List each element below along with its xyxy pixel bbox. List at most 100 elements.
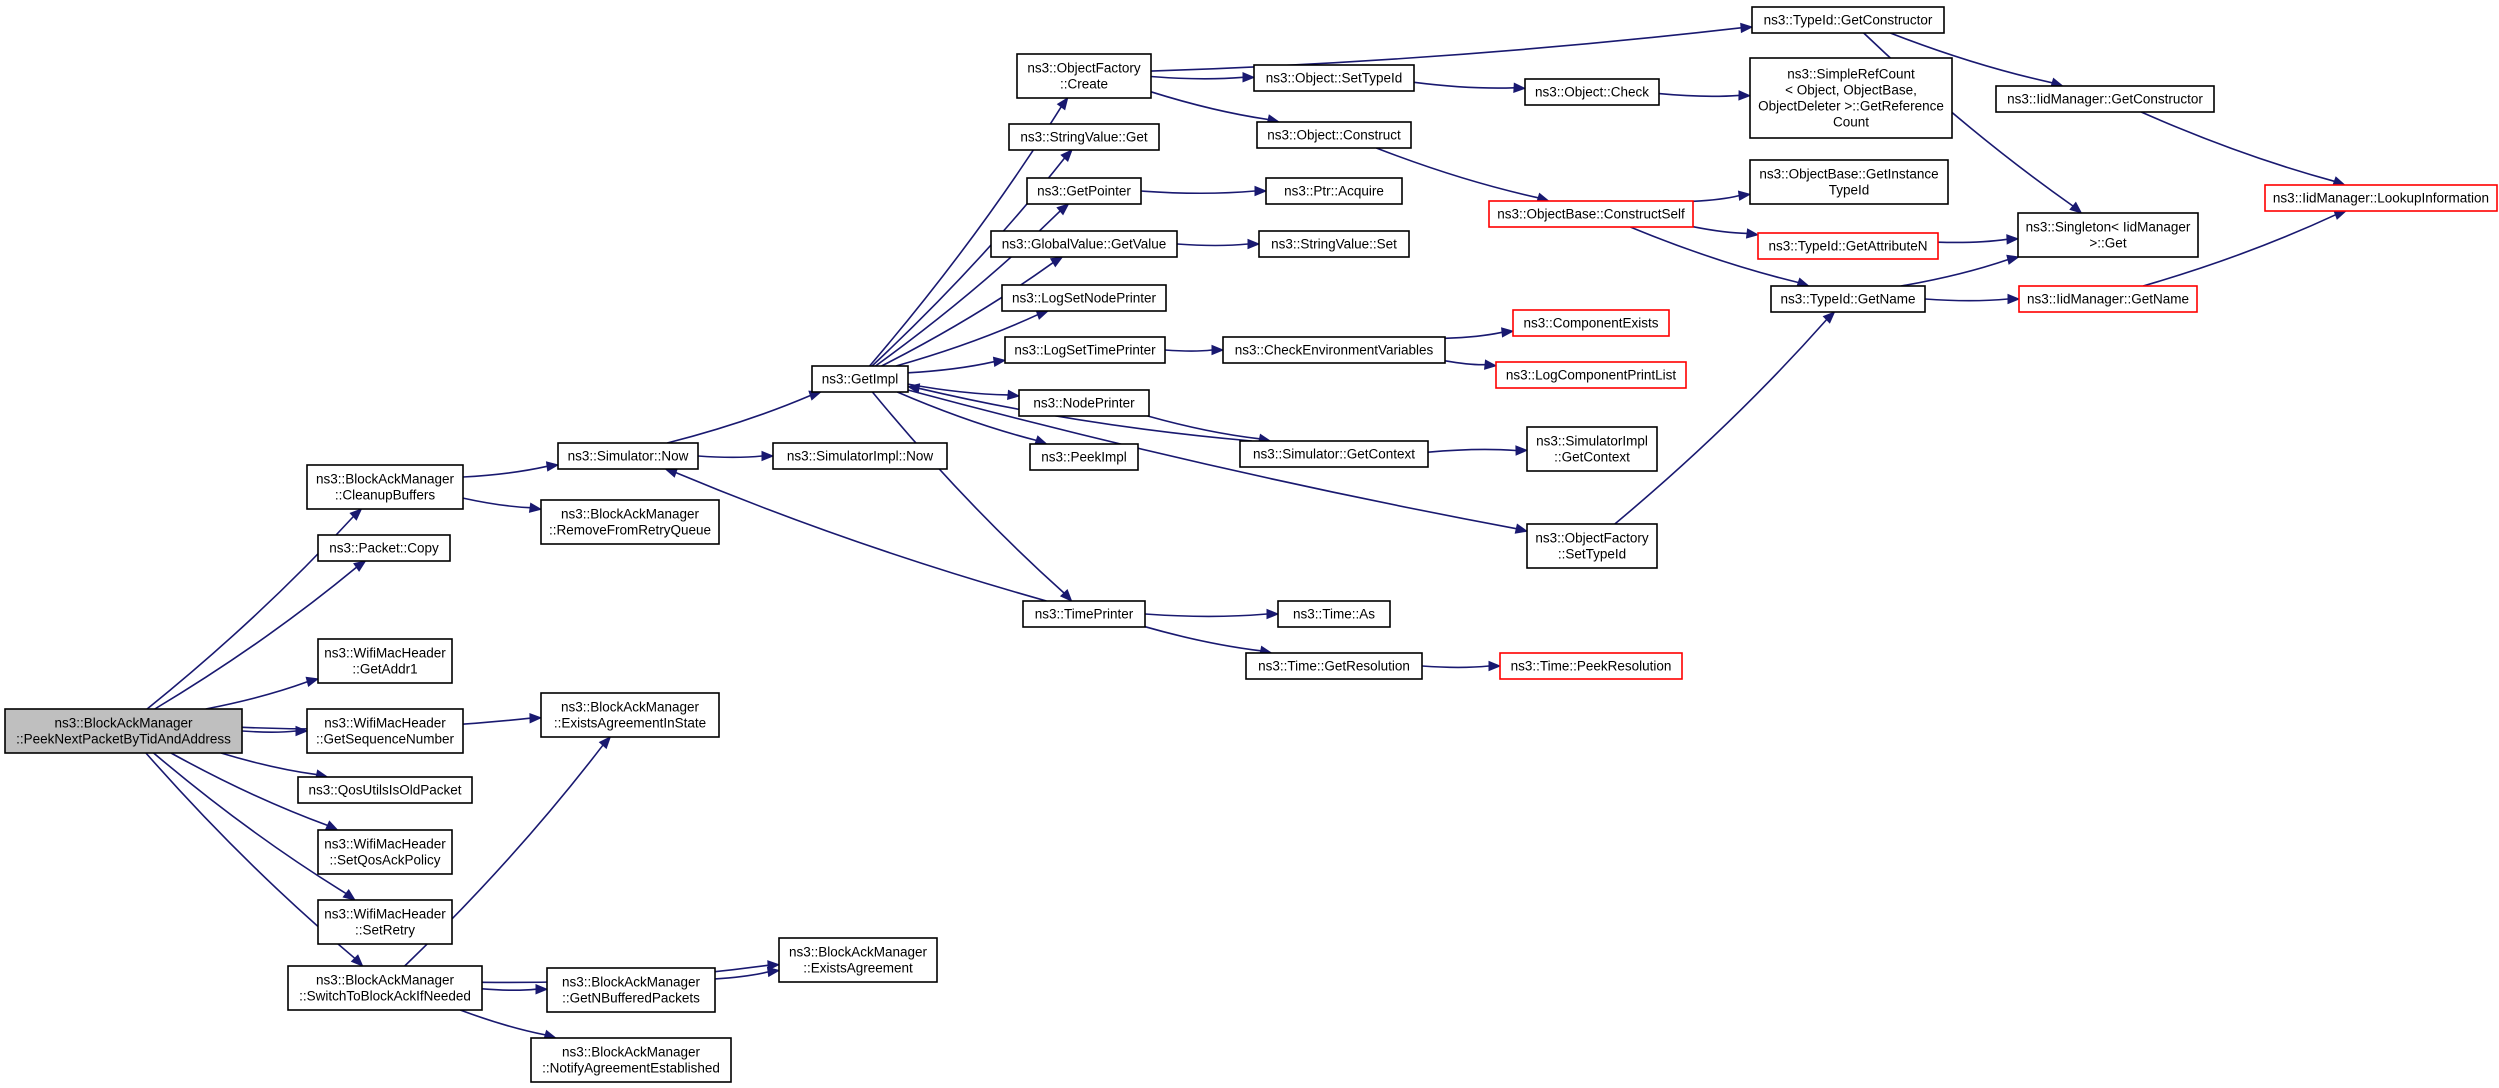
node-logtime[interactable]: ns3::LogSetTimePrinter	[1004, 336, 1166, 364]
node-strset[interactable]: ns3::StringValue::Set	[1258, 230, 1410, 258]
arrowhead-icon	[906, 383, 921, 394]
node-getaddr1[interactable]: ns3::WifiMacHeader::GetAddr1	[317, 638, 453, 684]
node-box	[306, 464, 464, 510]
node-getptr[interactable]: ns3::GetPointer	[1026, 177, 1142, 205]
node-label: ns3::BlockAckManager	[561, 699, 700, 714]
arrowhead-icon	[2333, 210, 2348, 220]
node-removeretry[interactable]: ns3::BlockAckManager::RemoveFromRetryQue…	[540, 499, 720, 545]
edge-line	[1427, 448, 1517, 453]
node-nodeprinter[interactable]: ns3::NodePrinter	[1018, 389, 1150, 417]
node-box	[317, 534, 451, 562]
node-tidgetname[interactable]: ns3::TypeId::GetName	[1770, 285, 1926, 313]
node-box	[557, 442, 699, 470]
edge-line	[154, 566, 358, 710]
arrowhead-icon	[761, 450, 775, 462]
edge-line	[2140, 111, 2335, 183]
node-qosold[interactable]: ns3::QosUtilsIsOldPacket	[297, 776, 473, 804]
node-simimplnow[interactable]: ns3::SimulatorImpl::Now	[772, 442, 948, 470]
node-simimplctx[interactable]: ns3::SimulatorImpl::GetContext	[1526, 426, 1658, 472]
node-label: ns3::Simulator::GetContext	[1253, 446, 1415, 461]
node-root[interactable]: ns3::BlockAckManager::PeekNextPacketByTi…	[4, 708, 243, 754]
node-logcomplist[interactable]: ns3::LogComponentPrintList	[1495, 361, 1687, 389]
edge-line	[881, 262, 1054, 367]
edge-simnow-to-simimplnow	[697, 450, 775, 462]
node-tidgetattrn[interactable]: ns3::TypeId::GetAttributeN	[1757, 232, 1939, 260]
node-ofsettid[interactable]: ns3::ObjectFactory::SetTypeId	[1526, 523, 1658, 569]
node-getnbuf[interactable]: ns3::BlockAckManager::GetNBufferedPacket…	[546, 967, 716, 1013]
node-setretry[interactable]: ns3::WifiMacHeader::SetRetry	[317, 899, 453, 945]
node-ofcreate[interactable]: ns3::ObjectFactory::Create	[1016, 53, 1152, 99]
node-label: ns3::LogSetTimePrinter	[1014, 342, 1156, 357]
node-timeprinter[interactable]: ns3::TimePrinter	[1022, 600, 1146, 628]
node-srcgetref[interactable]: ns3::SimpleRefCount< Object, ObjectBase,…	[1749, 57, 1953, 139]
arrowhead-icon	[1514, 523, 1529, 534]
node-box	[1253, 64, 1415, 92]
node-checkenv[interactable]: ns3::CheckEnvironmentVariables	[1222, 336, 1446, 364]
node-label: ::SetTypeId	[1558, 546, 1626, 561]
edge-line	[1692, 194, 1740, 203]
node-gvget[interactable]: ns3::GlobalValue::GetValue	[990, 230, 1178, 258]
arrowhead-icon	[1515, 445, 1529, 456]
node-timepeekres[interactable]: ns3::Time::PeekResolution	[1499, 652, 1683, 680]
node-singleton[interactable]: ns3::Singleton< IidManager>::Get	[2017, 212, 2199, 258]
node-objconstruct[interactable]: ns3::Object::Construct	[1256, 121, 1412, 149]
node-timeres[interactable]: ns3::Time::GetResolution	[1245, 652, 1423, 680]
node-label: ns3::Object::Construct	[1267, 127, 1401, 142]
edge-line	[1421, 665, 1490, 669]
edges-layer	[145, 22, 2348, 1040]
node-getseq[interactable]: ns3::WifiMacHeader::GetSequenceNumber	[306, 708, 464, 754]
node-iidgetname[interactable]: ns3::IidManager::GetName	[2018, 285, 2198, 313]
node-label: ::CleanupBuffers	[335, 487, 436, 502]
node-notify[interactable]: ns3::BlockAckManager::NotifyAgreementEst…	[530, 1037, 732, 1083]
edge-tidgetname-to-iidgetname	[1924, 293, 2021, 305]
node-pktcopy[interactable]: ns3::Packet::Copy	[317, 534, 451, 562]
node-iidlookup[interactable]: ns3::IidManager::LookupInformation	[2264, 184, 2498, 212]
node-label: ns3::SimulatorImpl::Now	[787, 448, 934, 463]
node-box	[811, 365, 909, 393]
node-existsstate[interactable]: ns3::BlockAckManager::ExistsAgreementInS…	[540, 692, 720, 738]
edge-line	[1150, 91, 1269, 121]
node-label: ns3::StringValue::Set	[1271, 236, 1397, 251]
node-existsagr[interactable]: ns3::BlockAckManager::ExistsAgreement	[778, 937, 938, 983]
edge-line	[462, 497, 531, 509]
node-box	[1018, 389, 1150, 417]
node-cleanup[interactable]: ns3::BlockAckManager::CleanupBuffers	[306, 464, 464, 510]
node-simnow[interactable]: ns3::Simulator::Now	[557, 442, 699, 470]
node-label: ns3::BlockAckManager	[316, 471, 455, 486]
edge-cleanup-to-removeretry	[462, 497, 543, 513]
edge-switchba-to-getnbuf	[481, 983, 549, 995]
node-box	[1526, 426, 1658, 472]
node-box	[1524, 78, 1660, 106]
node-ptracq[interactable]: ns3::Ptr::Acquire	[1265, 177, 1403, 205]
node-getimpl[interactable]: ns3::GetImpl	[811, 365, 909, 393]
node-timeas[interactable]: ns3::Time::As	[1277, 600, 1391, 628]
node-lognode[interactable]: ns3::LogSetNodePrinter	[1001, 284, 1167, 312]
node-compexists[interactable]: ns3::ComponentExists	[1512, 309, 1670, 337]
node-iidgetctor[interactable]: ns3::IidManager::GetConstructor	[1995, 85, 2215, 113]
node-strget[interactable]: ns3::StringValue::Get	[1008, 123, 1160, 151]
node-tidgetctor[interactable]: ns3::TypeId::GetConstructor	[1751, 6, 1945, 34]
edge-checkenv-to-logcomplist	[1444, 359, 1498, 370]
edge-line	[896, 391, 1037, 442]
node-label: >::Get	[2089, 235, 2126, 250]
node-label: ns3::StringValue::Get	[1020, 129, 1148, 144]
node-label: ::PeekNextPacketByTidAndAddress	[16, 731, 231, 746]
arrowhead-icon	[1738, 90, 1752, 101]
arrowhead-icon	[598, 736, 612, 750]
node-label: ns3::ObjectFactory	[1027, 60, 1141, 75]
node-switchba[interactable]: ns3::BlockAckManager::SwitchToBlockAckIf…	[287, 965, 483, 1011]
edge-line	[918, 387, 1252, 442]
node-box	[1029, 443, 1139, 471]
node-objcheck[interactable]: ns3::Object::Check	[1524, 78, 1660, 106]
arrowhead-icon	[1740, 22, 1754, 34]
node-setqos[interactable]: ns3::WifiMacHeader::SetQosAckPolicy	[317, 829, 453, 875]
edge-logtime-to-checkenv	[1164, 344, 1225, 356]
node-label: ns3::Simulator::Now	[568, 448, 689, 463]
arrowhead-icon	[1737, 190, 1752, 201]
node-obconstructself[interactable]: ns3::ObjectBase::ConstructSelf	[1488, 200, 1694, 228]
node-peekimpl[interactable]: ns3::PeekImpl	[1029, 443, 1139, 471]
node-label: ns3::TypeId::GetAttributeN	[1768, 238, 1927, 253]
node-simgetctx[interactable]: ns3::Simulator::GetContext	[1239, 440, 1429, 468]
node-objsettid[interactable]: ns3::Object::SetTypeId	[1253, 64, 1415, 92]
